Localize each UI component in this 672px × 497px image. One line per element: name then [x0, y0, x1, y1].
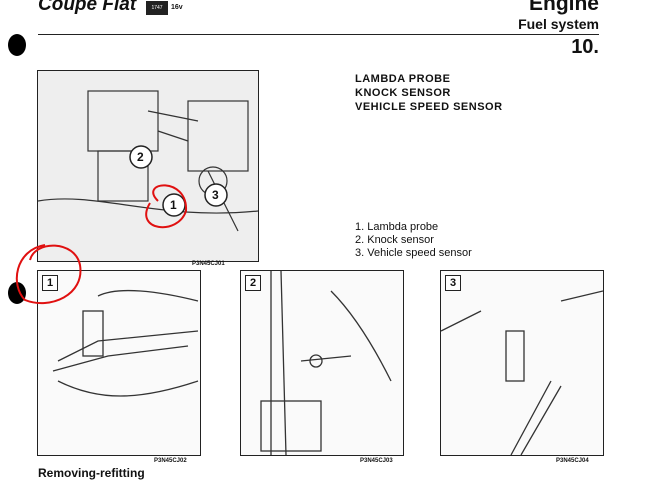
heading: VEHICLE SPEED SENSOR	[355, 101, 503, 113]
figure-code: P3N45CJ03	[360, 458, 393, 464]
engine-badge-suffix: 16v	[171, 4, 183, 11]
legend-item: 3. Vehicle speed sensor	[355, 247, 472, 259]
legend: 1. Lambda probe 2. Knock sensor 3. Vehic…	[355, 221, 472, 260]
subsection-title: Fuel system	[518, 16, 599, 32]
figure-number: 1	[42, 275, 58, 291]
brand-title: Coupe Fiat	[38, 0, 137, 15]
legend-item: 1. Lambda probe	[355, 221, 439, 233]
binder-hole-top	[8, 34, 26, 56]
heading: KNOCK SENSOR	[355, 87, 451, 99]
binder-hole-bottom	[8, 282, 26, 304]
engine-badge: 1747	[146, 1, 168, 15]
figure-number: 2	[245, 275, 261, 291]
red-annotation-circle	[15, 244, 82, 305]
legend-item: 2. Knock sensor	[355, 234, 434, 246]
callout-1: 1	[170, 198, 177, 212]
figure-code: P3N45CJ01	[192, 261, 225, 267]
detail-figure-2: 2	[240, 270, 404, 456]
headings: LAMBDA PROBE KNOCK SENSOR VEHICLE SPEED …	[355, 72, 503, 114]
section-heading: Removing-refitting	[38, 466, 145, 480]
page-number: 10.	[571, 36, 599, 58]
figure-number: 3	[445, 275, 461, 291]
callout-3: 3	[212, 188, 219, 202]
engine-drawing	[38, 90, 258, 232]
figure-code: P3N45CJ04	[556, 458, 589, 464]
detail-figure-3: 3	[440, 270, 604, 456]
header-rule	[38, 34, 599, 35]
heading: LAMBDA PROBE	[355, 73, 451, 85]
detail-figure-1: 1	[37, 270, 201, 456]
figure-code: P3N45CJ02	[154, 458, 187, 464]
main-illustration: 2 1 3	[37, 70, 259, 262]
section-title: Engine	[528, 0, 599, 15]
callout-2: 2	[137, 150, 144, 164]
